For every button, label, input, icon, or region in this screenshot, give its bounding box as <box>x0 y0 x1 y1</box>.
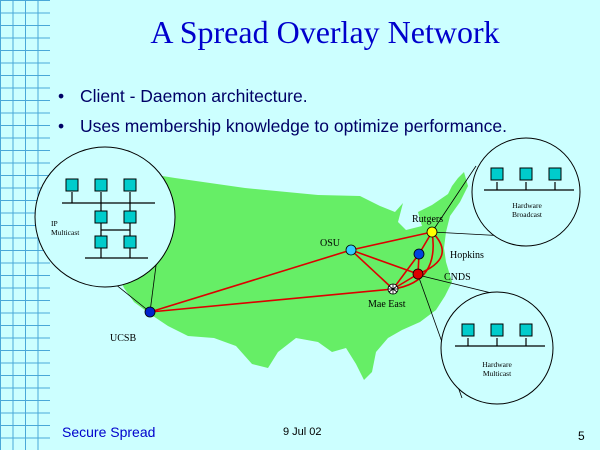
link-ucsb-maeeast <box>149 288 394 313</box>
bullet-text: Uses membership knowledge to optimize pe… <box>80 116 507 136</box>
callout-hardware-broadcast <box>471 137 581 247</box>
host-icon <box>519 323 533 337</box>
node-hopkins <box>413 248 425 260</box>
node-cnds <box>412 268 424 280</box>
label-hopkins: Hopkins <box>450 250 484 261</box>
bullet-item: •Uses membership knowledge to optimize p… <box>58 116 507 136</box>
label-ucsb: UCSB <box>110 333 137 344</box>
host-icon <box>123 210 137 224</box>
label-osu: OSU <box>320 238 341 249</box>
callout-label-line: Broadcast <box>512 210 542 219</box>
bullet-list: •Client - Daemon architecture. •Uses mem… <box>58 86 507 146</box>
bullet-text: Client - Daemon architecture. <box>80 86 308 106</box>
link-hopkins-maeeast <box>392 253 420 290</box>
footer-title: Secure Spread <box>62 424 156 440</box>
callout-label-line: IP <box>51 219 58 228</box>
footer-date: 9 Jul 02 <box>283 426 322 438</box>
node-mae-east <box>387 283 399 295</box>
link-rutgers-cnds <box>417 231 443 275</box>
host-icon <box>519 167 533 181</box>
label-cnds: CNDS <box>444 272 471 283</box>
host-icon <box>461 323 475 337</box>
link-ucsb-osu <box>149 249 352 313</box>
callout-label-ip-multicast: IP Multicast <box>51 219 79 237</box>
page-number: 5 <box>578 429 585 443</box>
node-osu <box>345 244 357 256</box>
slide-title: A Spread Overlay Network <box>150 14 500 50</box>
host-icon <box>94 210 108 224</box>
overlay-links <box>149 231 443 313</box>
host-icon <box>490 323 504 337</box>
callout-label-hardware-broadcast: Hardware Broadcast <box>505 201 549 219</box>
link-osu-maeeast <box>350 249 394 290</box>
host-icon <box>490 167 504 181</box>
link-rutgers-maeeast <box>392 231 434 290</box>
host-icon <box>94 235 108 249</box>
label-mae-east: Mae East <box>368 299 406 310</box>
label-rutgers: Rutgers <box>412 214 444 225</box>
bullet-item: •Client - Daemon architecture. <box>58 86 308 106</box>
callout-hardware-multicast <box>440 291 554 405</box>
callout-ip-multicast <box>34 146 176 288</box>
callout-label-line: Hardware <box>512 201 542 210</box>
host-icon <box>65 178 79 192</box>
link-osu-rutgers <box>350 231 433 251</box>
usa-map-shape <box>108 168 468 380</box>
callout-line <box>431 165 477 233</box>
callout-label-line: Multicast <box>482 369 512 378</box>
node-ucsb <box>144 306 156 318</box>
node-rutgers <box>426 226 438 238</box>
callout-label-hardware-multicast: Hardware Multicast <box>475 360 519 378</box>
callout-label-line: Hardware <box>482 360 512 369</box>
host-icon <box>123 178 137 192</box>
host-icon <box>94 178 108 192</box>
host-icon <box>548 167 562 181</box>
callout-label-line: Multicast <box>51 228 80 237</box>
host-icon <box>123 235 137 249</box>
